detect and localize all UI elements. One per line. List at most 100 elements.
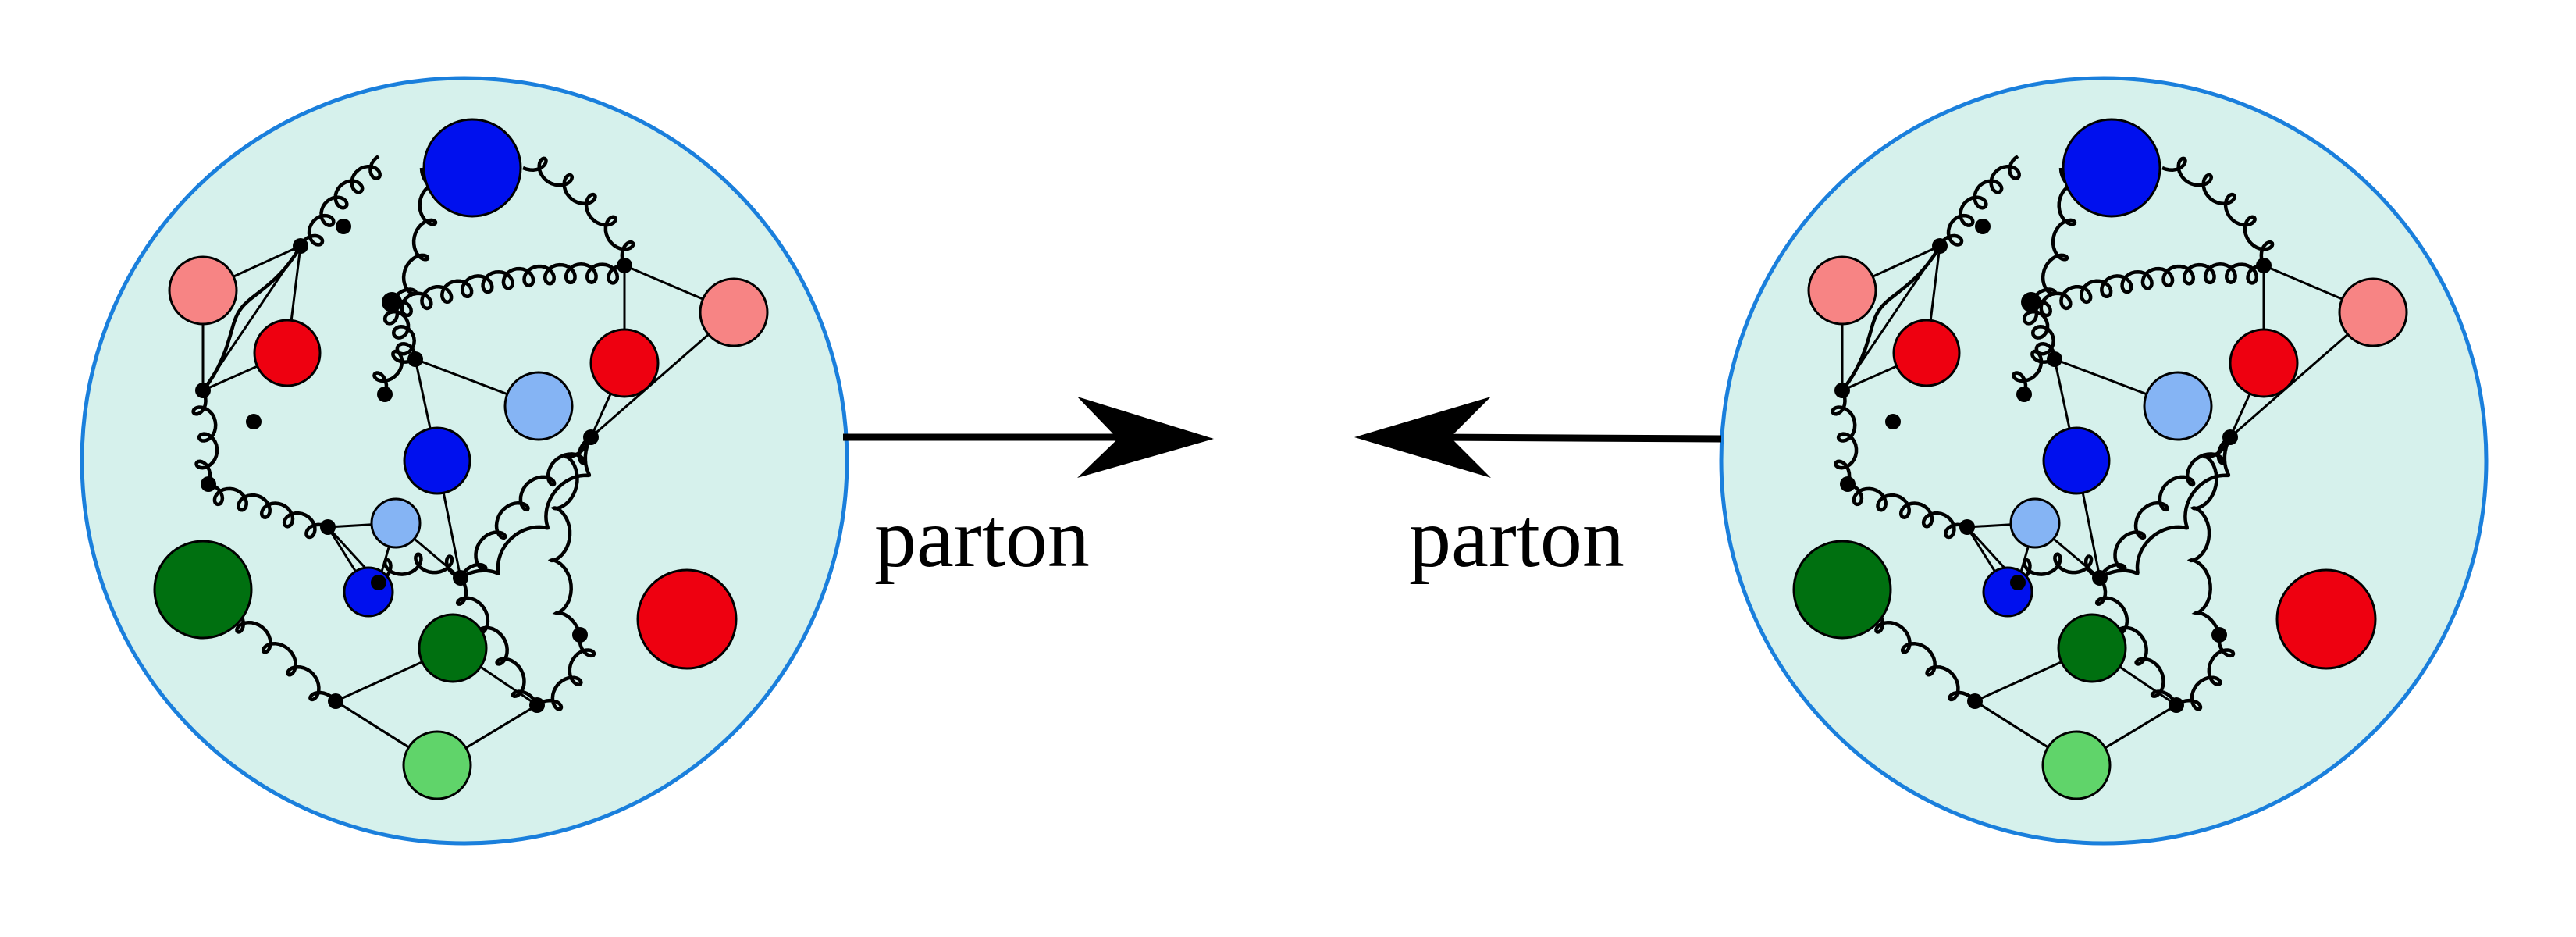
gluon-line — [547, 436, 593, 636]
vertex-dot — [2092, 570, 2108, 586]
quark-group — [153, 118, 769, 800]
vertex-dot — [2211, 627, 2227, 643]
vertex-dot — [1885, 414, 1901, 429]
gluon-line — [522, 156, 635, 266]
vertex-dot — [195, 383, 211, 398]
arrow-right-icon — [843, 397, 1214, 478]
quark-light-green-icon — [402, 730, 472, 800]
quark-green-icon — [2057, 613, 2127, 683]
quark-light-green-icon — [2041, 730, 2112, 800]
vertex-dot — [1834, 383, 1850, 398]
quark-pink-icon — [1807, 255, 1877, 326]
gluon-line — [2098, 436, 2233, 579]
parton-label-left: parton — [874, 492, 1090, 585]
vertex-dot — [2021, 292, 2041, 312]
quark-red-large-icon — [2275, 568, 2377, 670]
gluon-group — [191, 155, 635, 711]
gluon-line — [455, 576, 539, 707]
vertex-dot — [328, 693, 343, 709]
quark-pink-icon — [168, 255, 238, 326]
gluon-line — [535, 634, 596, 711]
vertex-dot — [382, 292, 402, 312]
quark-blue-large-icon — [422, 118, 522, 218]
gluon-line — [377, 552, 461, 584]
gluon-line — [1841, 244, 1941, 392]
gluon-line — [382, 301, 418, 360]
vertex-dot — [377, 387, 393, 402]
gluon-line — [2186, 436, 2233, 636]
quark-red-icon — [1892, 319, 1961, 387]
vertex-dot — [293, 238, 308, 254]
quark-red-icon — [253, 319, 322, 387]
quark-red-large-icon — [636, 568, 738, 670]
vertex-dot — [1975, 219, 1991, 234]
gluon-line — [208, 482, 329, 540]
gluon-line — [1938, 155, 2021, 248]
vertex-dot — [1932, 238, 1948, 254]
gluon-line — [2030, 262, 2265, 318]
quark-line — [201, 245, 302, 391]
parton-label-right: parton — [1409, 492, 1624, 585]
vertex-dot — [2016, 387, 2032, 402]
quark-light-blue-icon — [2143, 371, 2213, 441]
arrow-left-icon — [1354, 397, 1722, 478]
quark-red-icon — [589, 328, 660, 398]
vertex-dot — [2222, 429, 2238, 445]
gluon-line — [2161, 156, 2275, 266]
vertex-dot — [201, 476, 216, 492]
gluon-line — [2012, 349, 2055, 395]
gluon-line — [191, 390, 219, 485]
gluon-line — [2175, 634, 2236, 711]
vertex-dot — [1840, 476, 1856, 492]
quark-light-blue-small-icon — [2009, 497, 2061, 549]
quark-light-blue-small-icon — [370, 497, 422, 549]
quark-blue-icon — [2042, 426, 2111, 495]
vertex-dot — [617, 258, 632, 273]
gluon-line — [299, 155, 382, 248]
vertex-dot — [583, 429, 599, 445]
gluon-line — [1847, 482, 1968, 540]
quark-blue-small-icon — [343, 566, 394, 618]
proton-right — [1719, 76, 2489, 846]
quark-line — [1841, 245, 1941, 391]
vertex-dot — [529, 697, 545, 713]
vertex-group — [1834, 219, 2272, 713]
quark-red-icon — [2229, 328, 2299, 398]
quark-blue-small-icon — [1982, 566, 2033, 618]
vertex-dot — [453, 570, 468, 586]
gluon-line — [2022, 301, 2057, 360]
vertex-dot — [407, 351, 423, 367]
gluon-line — [2098, 436, 2232, 579]
gluon-line — [459, 436, 592, 579]
quark-blue-large-icon — [2062, 118, 2161, 218]
vertex-group — [195, 219, 632, 713]
quark-pink-icon — [699, 277, 769, 347]
vertex-dot — [2169, 697, 2184, 713]
vertex-dot — [336, 219, 351, 234]
gluon-line — [1831, 390, 1859, 485]
quark-green-large-icon — [153, 540, 253, 640]
vertex-dot — [246, 414, 262, 429]
vertex-dot — [572, 627, 588, 643]
gluon-line — [372, 349, 416, 395]
vertex-dot — [371, 575, 386, 590]
gluon-line — [2094, 576, 2179, 707]
quark-light-blue-icon — [503, 371, 574, 441]
quark-pink-icon — [2338, 277, 2408, 347]
proton-left — [80, 76, 849, 846]
quark-green-icon — [418, 613, 488, 683]
gluon-line — [2016, 552, 2101, 584]
quark-green-large-icon — [1792, 540, 1892, 640]
vertex-dot — [1959, 519, 1975, 535]
quark-blue-icon — [403, 426, 471, 495]
vertex-dot — [320, 519, 336, 535]
gluon-line — [459, 436, 593, 579]
vertex-dot — [1967, 693, 1983, 709]
vertex-dot — [2010, 575, 2026, 590]
vertex-dot — [2047, 351, 2062, 367]
gluon-line — [391, 262, 625, 318]
gluon-line — [201, 244, 302, 392]
vertex-dot — [2256, 258, 2272, 273]
quark-group — [1792, 118, 2408, 800]
